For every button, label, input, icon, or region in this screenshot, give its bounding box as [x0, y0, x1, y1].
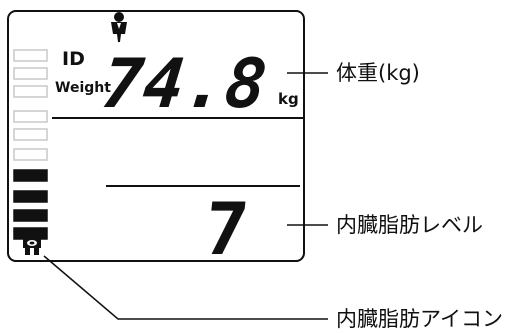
level-bar-empty	[13, 110, 48, 123]
id-label: ID	[62, 48, 85, 70]
level-bar-empty	[13, 128, 48, 141]
level-bar-empty	[13, 148, 48, 161]
weight-label: Weight	[55, 80, 111, 96]
visceral-level-callout: 内臓脂肪レベル	[336, 213, 483, 237]
level-bar-empty	[13, 67, 48, 80]
level-bar-filled	[13, 209, 48, 222]
level-bar-filled	[13, 169, 48, 182]
visceral-level-value: 7	[200, 188, 252, 272]
weight-value: 74.8	[98, 45, 270, 124]
person-icon	[111, 12, 127, 42]
level-bar-filled	[13, 190, 48, 203]
lcd-frame	[7, 10, 305, 262]
level-bar-empty	[13, 85, 48, 98]
visceral-icon-callout-line	[43, 255, 328, 320]
level-bar-empty	[13, 49, 48, 62]
visceral-icon-callout: 内臓脂肪アイコン	[336, 307, 503, 331]
visceral-fat-icon	[23, 227, 41, 255]
weight-unit: kg	[278, 90, 299, 108]
weight-callout: 体重(kg)	[336, 61, 420, 85]
